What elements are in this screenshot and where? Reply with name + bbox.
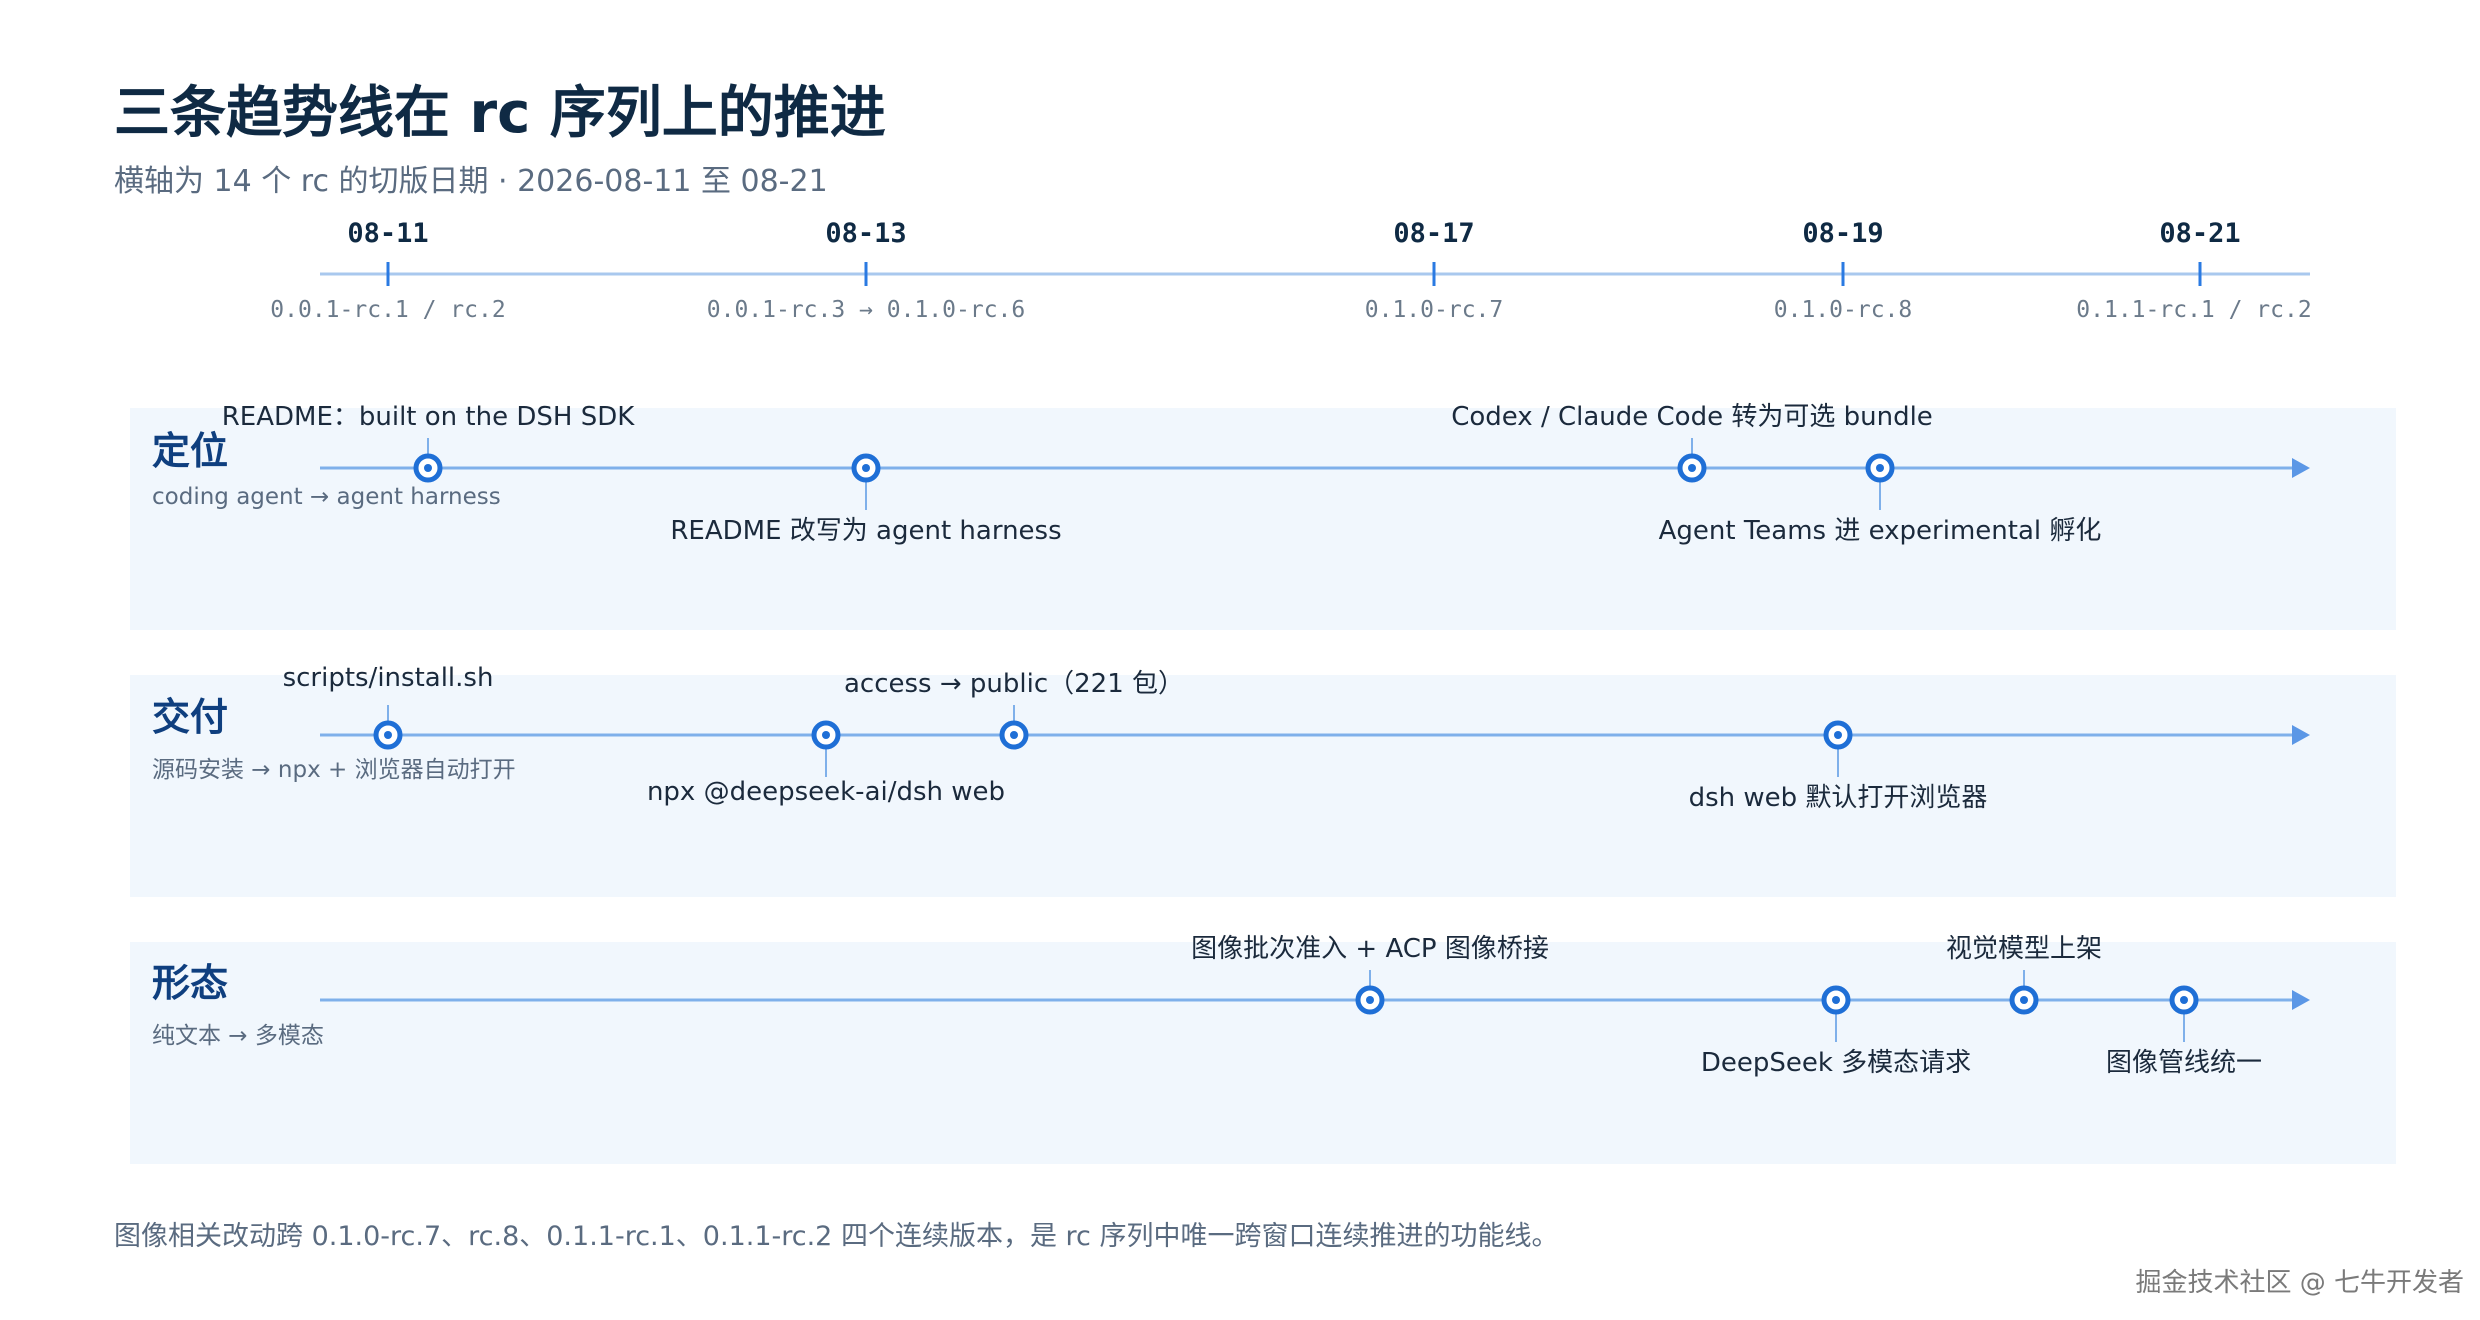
lane-delivery-marker-3 [999,720,1029,750]
lane-modality-event-3: 视觉模型上架 [1945,934,2103,964]
lane-modality-arrow [2292,990,2310,1010]
date-label-08-13: 08-13 [825,218,907,249]
rc-label-08-11: 0.0.1-rc.1 / rc.2 [270,297,506,323]
lane-modality-marker-2 [1821,985,1851,1015]
rc-label-08-19: 0.1.0-rc.8 [1773,297,1913,323]
lane-delivery-arrow [2292,725,2310,745]
lane-modality-desc: 纯文本 → 多模态 [152,1023,324,1049]
lane-positioning-marker-1 [413,453,443,483]
lane-positioning-event-2: README 改写为 agent harness [670,516,1062,546]
page-subtitle: 横轴为 14 个 rc 的切版日期 · 2026-08-11 至 08-21 [114,164,828,199]
lane-modality-panel [130,942,2396,1164]
lane-modality-event-1: 图像批次准入 + ACP 图像桥接 [1191,934,1549,964]
lane-delivery-marker-2 [811,720,841,750]
lane-delivery-desc: 源码安装 → npx + 浏览器自动打开 [152,757,516,783]
lane-modality-marker-4 [2169,985,2199,1015]
lane-modality-marker-3 [2009,985,2039,1015]
lane-modality-event-2: DeepSeek 多模态请求 [1700,1048,1972,1078]
lane-delivery-marker-4 [1823,720,1853,750]
lane-positioning-event-1: README：built on the DSH SDK [221,402,635,432]
watermark: 掘金技术社区 @ 七牛开发者 [2135,1268,2464,1298]
lane-delivery-event-2: npx @deepseek-ai/dsh web [646,777,1006,807]
lane-modality-event-4: 图像管线统一 [2105,1048,2263,1078]
lane-positioning-arrow [2292,458,2310,478]
rc-label-08-13: 0.0.1-rc.3 → 0.1.0-rc.6 [706,297,1026,323]
lane-delivery-title: 交付 [152,695,229,739]
lane-positioning-marker-4 [1865,453,1895,483]
rc-label-08-21: 0.1.1-rc.1 / rc.2 [2076,297,2312,323]
lane-positioning-event-4: Agent Teams 进 experimental 孵化 [1658,516,2102,546]
lane-positioning-panel [130,408,2396,630]
date-label-08-19: 08-19 [1802,218,1884,249]
lane-delivery-event-3: access → public（221 包） [843,669,1185,699]
lane-positioning-marker-2 [851,453,881,483]
lane-modality-marker-1 [1355,985,1385,1015]
lane-positioning-desc: coding agent → agent harness [152,484,501,510]
footnote: 图像相关改动跨 0.1.0-rc.7、rc.8、0.1.1-rc.1、0.1.1… [114,1221,1559,1252]
rc-label-08-17: 0.1.0-rc.7 [1364,297,1504,323]
lane-modality-title: 形态 [152,961,229,1005]
page-title: 三条趋势线在 rc 序列上的推进 [114,81,886,146]
date-label-08-11: 08-11 [347,218,429,249]
lane-positioning-marker-3 [1677,453,1707,483]
lane-delivery-panel [130,675,2396,897]
date-label-08-17: 08-17 [1393,218,1475,249]
lane-delivery-event-4: dsh web 默认打开浏览器 [1688,783,1988,813]
lane-positioning-title: 定位 [152,429,229,473]
lane-positioning-event-3: Codex / Claude Code 转为可选 bundle [1451,402,1933,432]
lane-delivery-event-1: scripts/install.sh [282,663,494,693]
date-label-08-21: 08-21 [2159,218,2241,249]
lane-delivery-marker-1 [373,720,403,750]
